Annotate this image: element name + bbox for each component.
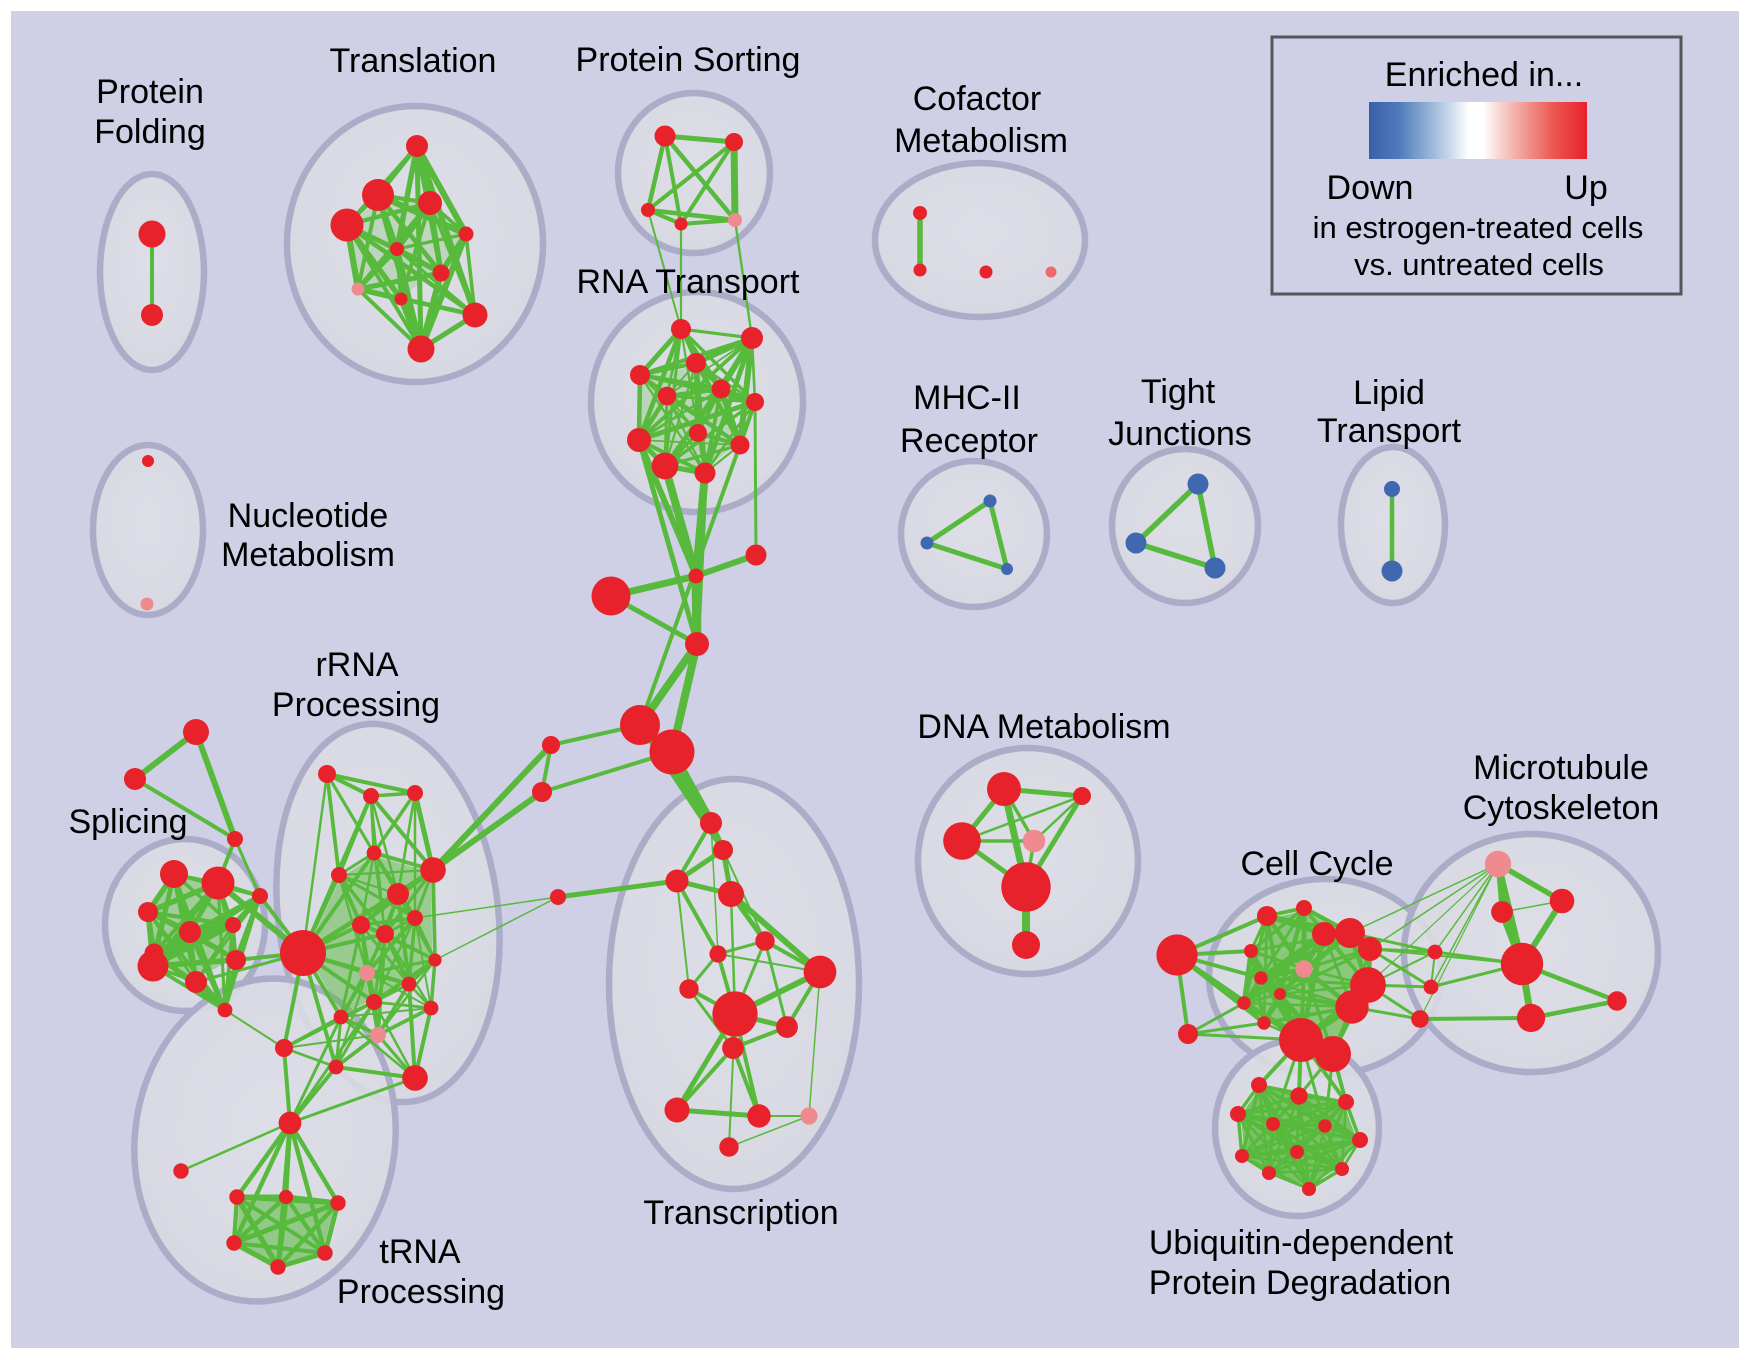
svg-text:Metabolism: Metabolism — [221, 536, 395, 574]
svg-text:Protein Sorting: Protein Sorting — [576, 41, 801, 79]
svg-text:Splicing: Splicing — [68, 803, 187, 841]
svg-text:DNA Metabolism: DNA Metabolism — [917, 708, 1170, 746]
svg-text:in estrogen-treated cells: in estrogen-treated cells — [1313, 210, 1644, 245]
svg-text:Nucleotide: Nucleotide — [228, 497, 389, 535]
svg-text:Translation: Translation — [330, 42, 497, 80]
svg-text:Transcription: Transcription — [643, 1194, 838, 1232]
svg-text:Cell Cycle: Cell Cycle — [1240, 845, 1393, 883]
svg-text:Up: Up — [1564, 169, 1607, 207]
svg-text:rRNA: rRNA — [315, 646, 398, 684]
svg-text:Folding: Folding — [94, 113, 206, 151]
svg-text:Cofactor: Cofactor — [913, 80, 1042, 118]
svg-text:Protein: Protein — [96, 73, 204, 111]
svg-text:MHC-II: MHC-II — [913, 379, 1021, 417]
svg-text:Receptor: Receptor — [900, 422, 1038, 460]
svg-text:Processing: Processing — [337, 1273, 505, 1311]
svg-text:Processing: Processing — [272, 686, 440, 724]
svg-text:Cytoskeleton: Cytoskeleton — [1463, 789, 1660, 827]
svg-text:Microtubule: Microtubule — [1473, 749, 1649, 787]
svg-text:Ubiquitin-dependent: Ubiquitin-dependent — [1149, 1224, 1454, 1262]
svg-text:Down: Down — [1327, 169, 1414, 207]
svg-text:tRNA: tRNA — [379, 1233, 461, 1271]
svg-text:vs. untreated cells: vs. untreated cells — [1354, 247, 1604, 282]
svg-text:Metabolism: Metabolism — [894, 122, 1068, 160]
svg-text:Enriched in...: Enriched in... — [1385, 56, 1583, 94]
svg-text:Junctions: Junctions — [1108, 415, 1252, 453]
svg-text:Tight: Tight — [1141, 373, 1216, 411]
svg-text:Protein Degradation: Protein Degradation — [1149, 1264, 1451, 1302]
svg-text:Transport: Transport — [1317, 412, 1462, 450]
svg-text:RNA Transport: RNA Transport — [577, 263, 801, 301]
svg-text:Lipid: Lipid — [1353, 374, 1425, 412]
